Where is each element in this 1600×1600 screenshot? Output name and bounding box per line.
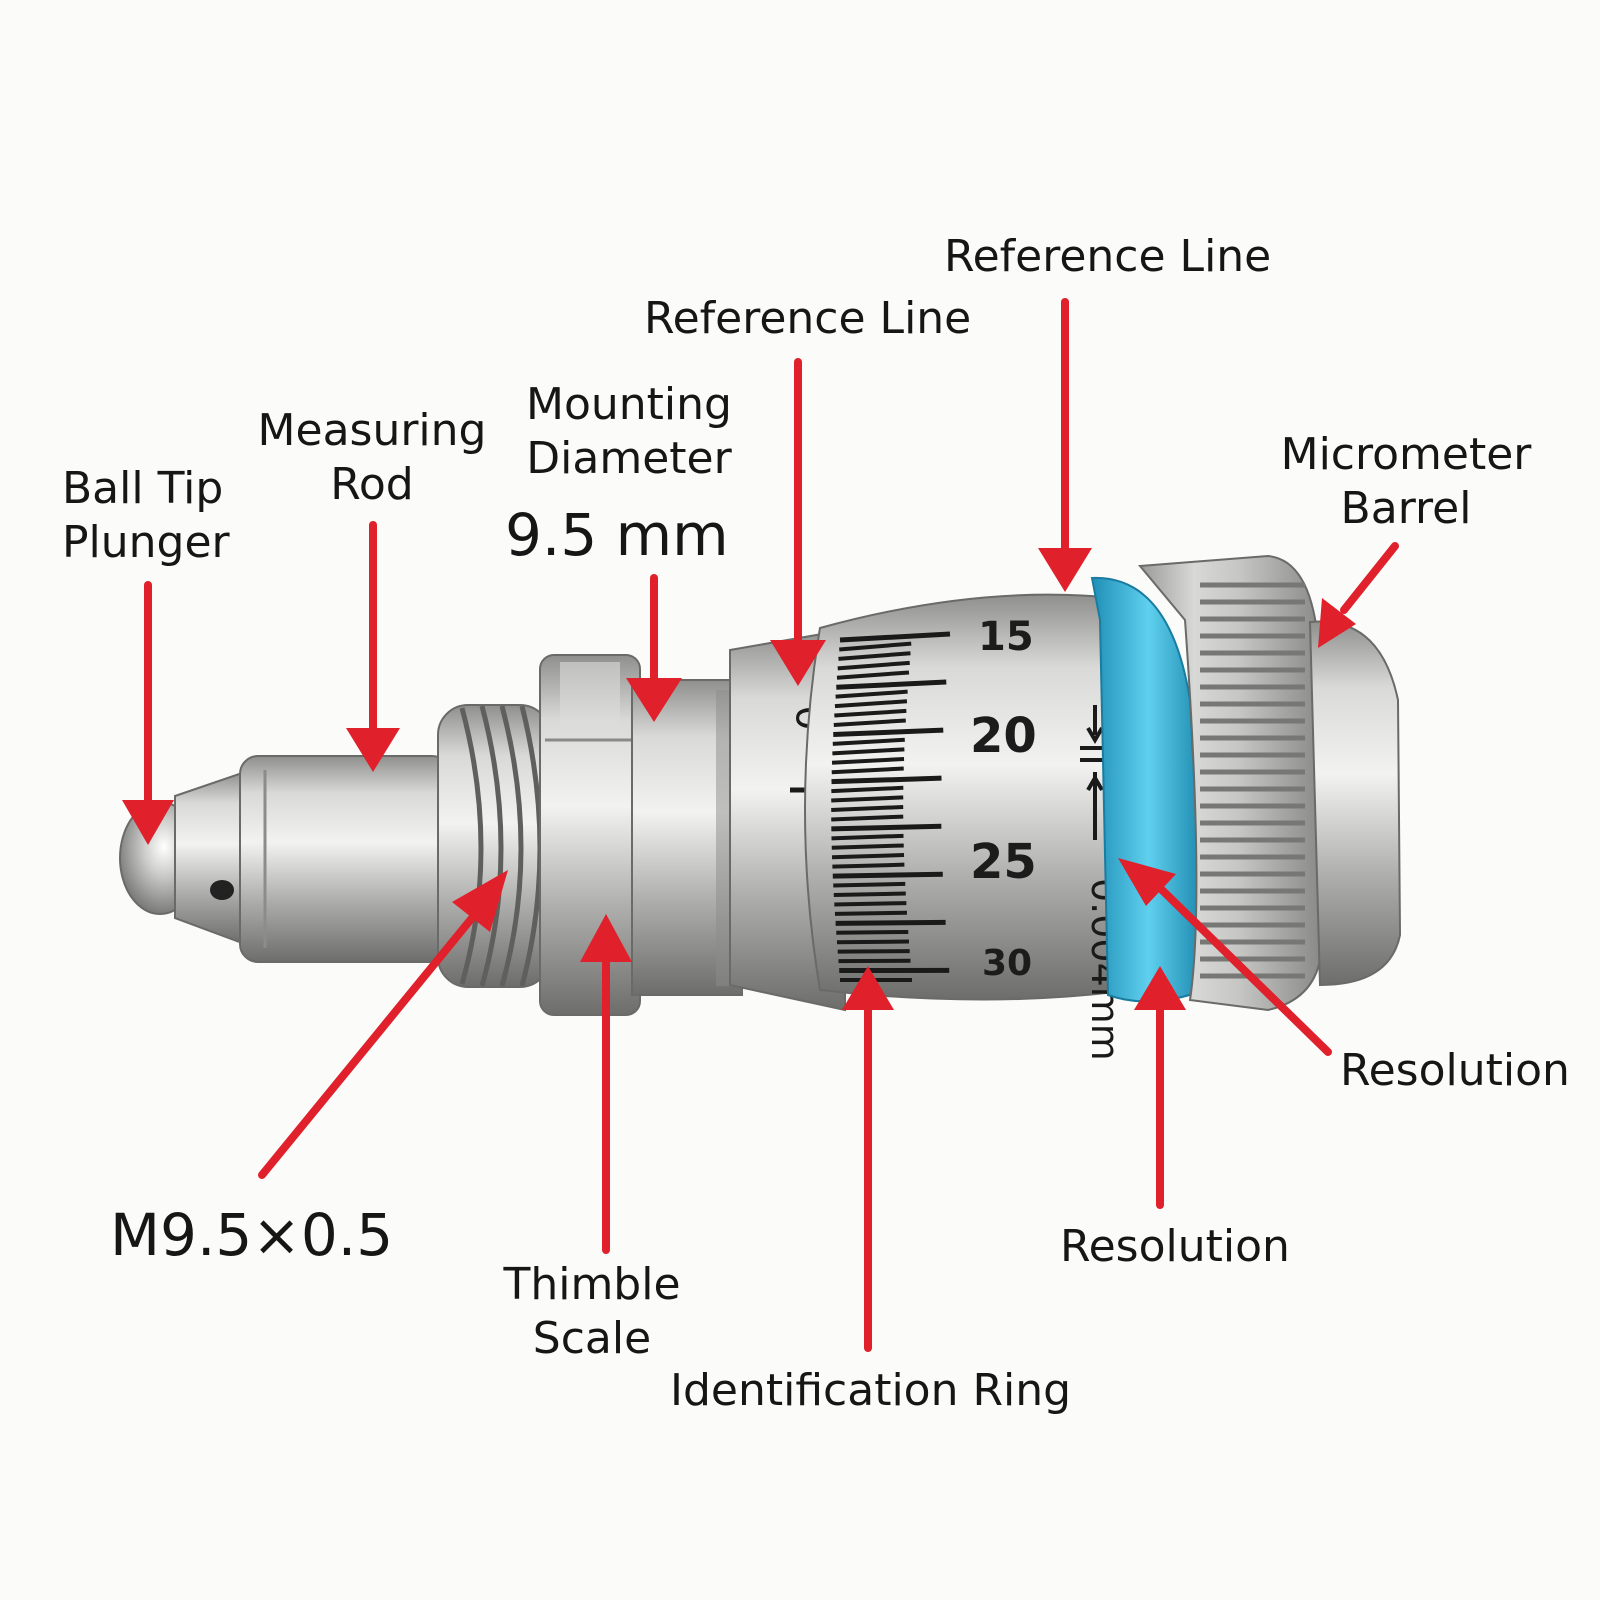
scale-tick [831, 775, 942, 785]
plunger [174, 770, 246, 946]
scale-tick [832, 747, 905, 756]
thread-section [437, 704, 551, 988]
scale-tick [838, 651, 911, 661]
scale-tick [834, 910, 907, 916]
scale-tick [833, 727, 944, 737]
label-mounting-value: 9.5 mm [505, 501, 729, 569]
end-cap [1308, 620, 1402, 987]
scale-tick [839, 631, 951, 643]
arrow-ball-tip [122, 581, 174, 845]
label-reference-line-1: Reference Line [644, 293, 972, 344]
scale-tick [832, 737, 905, 746]
scale-tick [835, 919, 946, 926]
scale-tick [834, 708, 907, 718]
scale-tick [834, 901, 907, 907]
scale-number-20: 20 [970, 708, 1037, 764]
measuring-rod [239, 755, 451, 963]
micrometer-body: 0 15 20 25 30 0.004mm [119, 554, 1402, 1061]
scale-tick [831, 823, 942, 832]
arrow-measuring-rod [346, 521, 400, 772]
arrow-reference-line-2 [1038, 298, 1092, 592]
scale-tick [831, 795, 904, 803]
scale-tick [831, 814, 904, 822]
hex-nut [539, 654, 641, 1016]
scale-tick [831, 766, 904, 775]
label-identification-ring: Identification Ring [670, 1365, 1072, 1416]
scale-tick [834, 699, 908, 709]
knurled-barrel [1137, 554, 1322, 1012]
arrow-resolution-1 [1118, 858, 1332, 1056]
scale-tick [833, 718, 906, 727]
label-measuring-rod: Measuring Rod [257, 405, 487, 510]
scale-tick [839, 641, 912, 652]
scale-tick [836, 679, 947, 690]
knurl-ridges [1200, 582, 1305, 979]
scale-tick [836, 939, 910, 945]
scale-tick [836, 670, 910, 680]
label-resolution-1: Resolution [1340, 1045, 1570, 1096]
scale-number-15: 15 [978, 614, 1034, 660]
scale-tick [831, 853, 905, 860]
scale-tick [833, 891, 906, 897]
label-micrometer-barrel: Micrometer Barrel [1280, 429, 1532, 534]
label-mounting-diameter: Mounting Diameter [526, 379, 732, 484]
arrow-resolution-2 [1134, 966, 1186, 1209]
arrow-thimble-scale [580, 914, 632, 1254]
scale-tick [831, 785, 904, 794]
scale-tick [831, 843, 904, 850]
label-thread-spec: M9.5×0.5 [110, 1201, 394, 1269]
thimble-scale-ticks [831, 631, 951, 982]
arrow-micrometer-barrel [1318, 542, 1399, 648]
scale-tick [831, 833, 904, 841]
scale-tick [832, 871, 943, 879]
arrow-thread [258, 870, 508, 1179]
label-thimble-scale: Thimble Scale [503, 1259, 681, 1364]
label-ball-tip-plunger: Ball Tip Plunger [62, 463, 230, 568]
scale-tick [837, 660, 910, 671]
scale-tick [836, 929, 909, 935]
scale-tick [835, 689, 908, 699]
scale-tick [832, 862, 905, 869]
callout-arrows [122, 298, 1399, 1352]
arrow-mounting-diameter [626, 574, 682, 722]
scale-number-30: 30 [982, 943, 1032, 984]
scale-number-25: 25 [970, 834, 1037, 890]
label-reference-line-2: Reference Line [944, 231, 1272, 282]
scale-tick [831, 805, 904, 812]
arrow-identification-ring [842, 966, 894, 1352]
label-resolution-2: Resolution [1060, 1221, 1290, 1272]
arrow-reference-line-1 [770, 358, 826, 686]
scale-tick [833, 881, 906, 888]
scale-tick [837, 949, 910, 954]
scale-tick [831, 756, 905, 765]
mounting-shank [631, 679, 743, 996]
